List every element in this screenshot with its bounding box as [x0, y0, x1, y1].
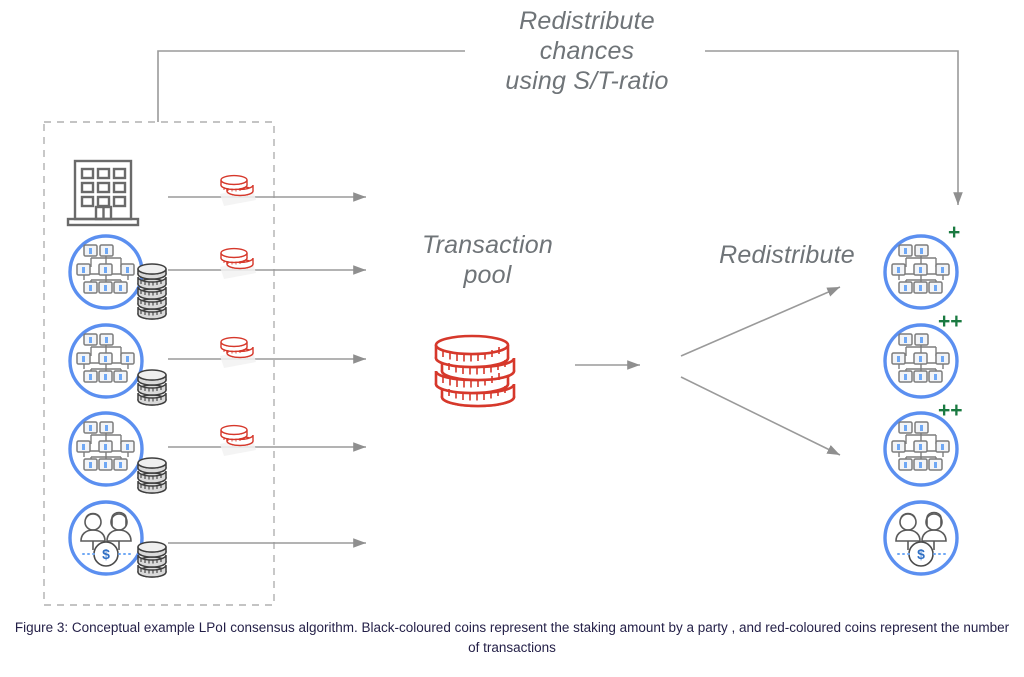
- svg-text:$: $: [102, 546, 110, 562]
- redistribute-label: Redistribute: [719, 241, 855, 269]
- transaction-coins-party-2: [220, 247, 256, 279]
- icon-people-dollar-result-4: $: [883, 500, 959, 576]
- party-to-pool-arrows: [168, 192, 366, 548]
- icon-network-party-2: [68, 234, 144, 310]
- svg-text:$: $: [917, 546, 925, 562]
- arrow-branch-down: [680, 376, 841, 456]
- stake-coins-party-5: [137, 541, 167, 578]
- plus-badge-result-2: ++: [938, 310, 963, 333]
- figure-caption: Figure 3: Conceptual example LPoI consen…: [14, 620, 1010, 655]
- icon-network-result-2: [883, 323, 959, 399]
- stake-coins-party-3: [137, 369, 167, 406]
- feedback-loop-label: Redistribute chances using S/T-ratio: [505, 7, 669, 95]
- icon-network-result-3: [883, 411, 959, 487]
- icon-network-party-3: [68, 323, 144, 399]
- arrow-branch-up: [680, 286, 841, 357]
- icon-people-dollar-party-5: $: [68, 500, 144, 576]
- transaction-coins-party-3: [220, 336, 256, 368]
- icon-network-result-1: [883, 234, 959, 310]
- plus-badge-result-1: +: [948, 221, 961, 244]
- icon-transaction-pool-coins: [434, 334, 516, 408]
- transaction-coins-party-1: [220, 174, 256, 206]
- icon-network-party-4: [68, 411, 144, 487]
- transaction-coins-party-4: [220, 424, 256, 456]
- stake-coins-party-2: [137, 263, 167, 320]
- transaction-pool-label: Transaction pool: [422, 231, 553, 289]
- feedback-loop-path: [157, 50, 963, 205]
- plus-badge-result-3: ++: [938, 399, 963, 422]
- icon-building-party-1: [66, 159, 140, 227]
- redistribute-branch-arrows: [680, 286, 841, 456]
- staking-group-boundary: [43, 121, 275, 606]
- stake-coins-party-4: [137, 457, 167, 494]
